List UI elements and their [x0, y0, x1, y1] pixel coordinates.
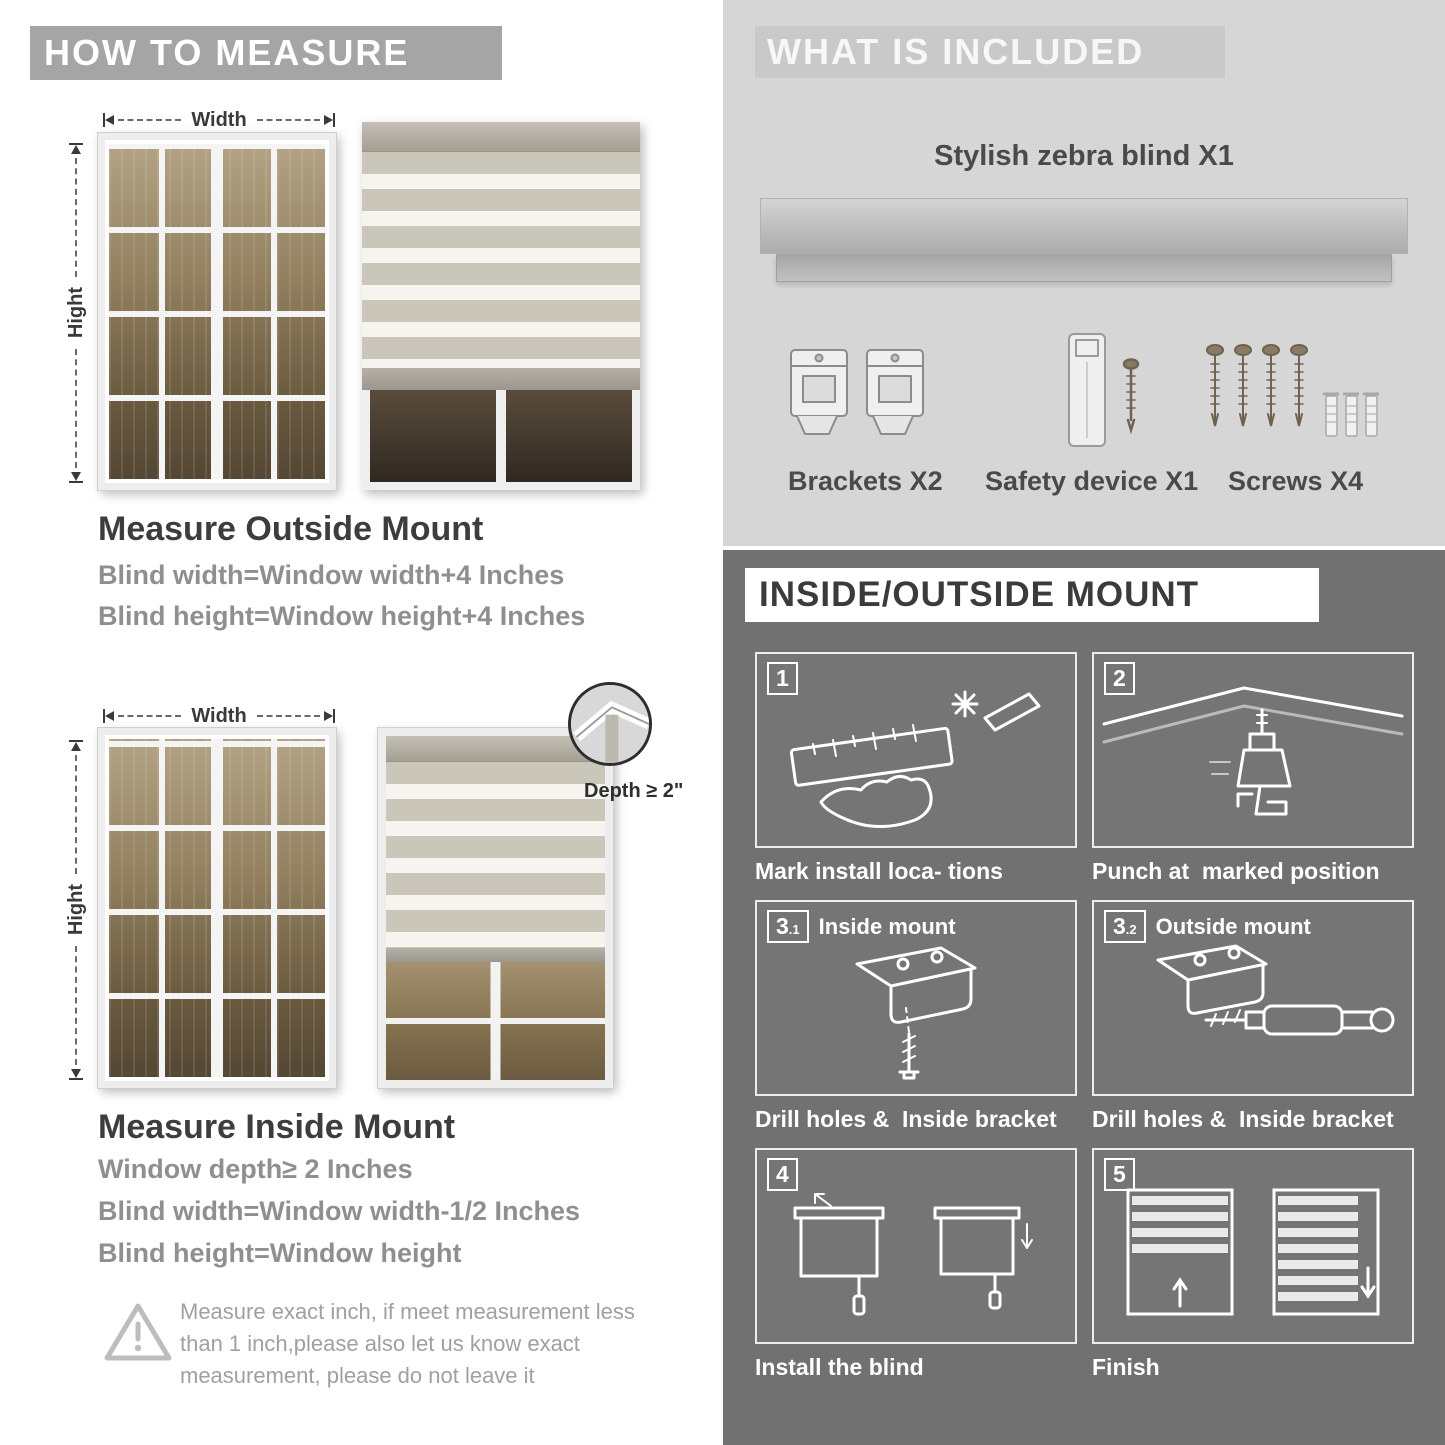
blind-headrail-lip [776, 254, 1392, 282]
step-2: 2 Punch at [1092, 652, 1414, 885]
blind-bottom-rail [362, 368, 640, 390]
step-3-1-number: 3.1 [767, 910, 809, 943]
depth-detail-circle [568, 682, 652, 766]
width-arrow-inside: Width [103, 704, 336, 727]
how-to-measure-title: HOW TO MEASURE [44, 32, 410, 73]
blind-cassette [386, 736, 605, 762]
finish-illustration [1126, 1188, 1380, 1316]
height-label: Hight [64, 884, 87, 936]
height-arrow-outside: Hight [64, 143, 87, 483]
brackets-illustration [790, 349, 924, 435]
zebra-blind-inside-mount-illustration [377, 727, 614, 1089]
inside-outside-mount-title: INSIDE/OUTSIDE MOUNT [759, 575, 1200, 614]
mark-locations-illustration [789, 690, 1041, 829]
inside-mount-line3: Blind height=Window height [98, 1238, 462, 1268]
step-1-number: 1 [767, 662, 798, 695]
blind-stripes [362, 152, 640, 368]
height-label: Hight [64, 287, 87, 339]
blind-headrail-illustration [760, 198, 1408, 254]
mount-instructions-panel: INSIDE/OUTSIDE MOUNT 1 [723, 550, 1445, 1445]
step-4: 4 [755, 1148, 1077, 1381]
step-1-caption: Mark install loca- tions [755, 858, 1003, 884]
safety-device-illustration [1068, 333, 1140, 447]
step-3-2-caption: Drill holes & Inside bracket [1092, 1106, 1394, 1132]
step-3-2: 3.2 Outside mount [1092, 900, 1414, 1133]
step-2-number: 2 [1104, 662, 1135, 695]
height-arrow-inside: Hight [64, 740, 87, 1080]
step-2-caption: Punch at marked position [1092, 858, 1380, 884]
width-label: Width [191, 108, 247, 131]
step-3-1-panel: 3.1 Inside mount [755, 900, 1077, 1096]
corner-detail-icon [571, 685, 649, 763]
inside-mount-line1: Window depth≥ 2 Inches [98, 1154, 413, 1184]
step-3-2-number: 3.2 [1104, 910, 1146, 943]
step-5-caption: Finish [1092, 1354, 1160, 1380]
window-illustration-outside [97, 132, 337, 491]
drill-illustration [1102, 686, 1404, 816]
step-3-1: 3.1 Inside mount Drill h [755, 900, 1077, 1133]
window-peek [362, 390, 640, 490]
screws-label: Screws X4 [1228, 466, 1364, 496]
step-3-2-label: Outside mount [1155, 913, 1311, 939]
what-is-included-banner: WHAT IS INCLUDED [755, 26, 1225, 78]
step-3-2-panel: 3.2 Outside mount [1092, 900, 1414, 1096]
window-peek [386, 962, 605, 1080]
step-1: 1 Mark install loca- tions [755, 652, 1077, 885]
inside-mount-line2: Blind width=Window width-1/2 Inches [98, 1196, 581, 1226]
window-panes [109, 739, 325, 1077]
step-4-caption: Install the blind [755, 1354, 924, 1380]
window-illustration-inside [97, 727, 337, 1089]
depth-label: Depth ≥ 2" [584, 780, 684, 802]
install-blind-illustration [793, 1193, 1033, 1316]
blind-cassette [362, 122, 640, 152]
step-5-number: 5 [1104, 1158, 1135, 1191]
step-5-panel: 5 [1092, 1148, 1414, 1344]
window-panes [109, 144, 325, 479]
what-is-included-title: WHAT IS INCLUDED [767, 31, 1145, 72]
step-1-panel: 1 [755, 652, 1077, 848]
blind-bottom-rail [386, 948, 605, 962]
product-title: Stylish zebra blind X1 [934, 140, 1234, 172]
outside-mount-line2: Blind height=Window height+4 Inches [98, 601, 586, 631]
step-4-number: 4 [767, 1158, 798, 1191]
outside-mount-title: Measure Outside Mount [98, 510, 484, 548]
how-to-measure-banner: HOW TO MEASURE [30, 26, 502, 80]
safety-device-label: Safety device X1 [985, 466, 1199, 496]
what-is-included-panel: WHAT IS INCLUDED Stylish zebra blind X1 [723, 0, 1445, 546]
step-3-1-label: Inside mount [818, 913, 956, 939]
inside-mount-title: Measure Inside Mount [98, 1108, 456, 1146]
inside-bracket-illustration [855, 946, 977, 1080]
step-5: 5 [1092, 1148, 1414, 1381]
outside-bracket-illustration [1156, 944, 1395, 1036]
blind-stripes [386, 762, 605, 948]
outside-mount-line1: Blind width=Window width+4 Inches [98, 560, 565, 590]
step-2-panel: 2 [1092, 652, 1414, 848]
zebra-blind-outside-mount-illustration [362, 122, 640, 490]
screws-illustration [1206, 344, 1379, 437]
warning-icon [103, 1300, 173, 1364]
step-3-1-caption: Drill holes & Inside bracket [755, 1106, 1057, 1132]
width-arrow-outside: Width [103, 108, 336, 131]
inside-outside-mount-banner: INSIDE/OUTSIDE MOUNT [745, 568, 1319, 622]
step-4-panel: 4 [755, 1148, 1077, 1344]
brackets-label: Brackets X2 [788, 466, 943, 496]
width-label: Width [191, 704, 247, 727]
warning-text: Measure exact inch, if meet measurement … [180, 1299, 635, 1388]
